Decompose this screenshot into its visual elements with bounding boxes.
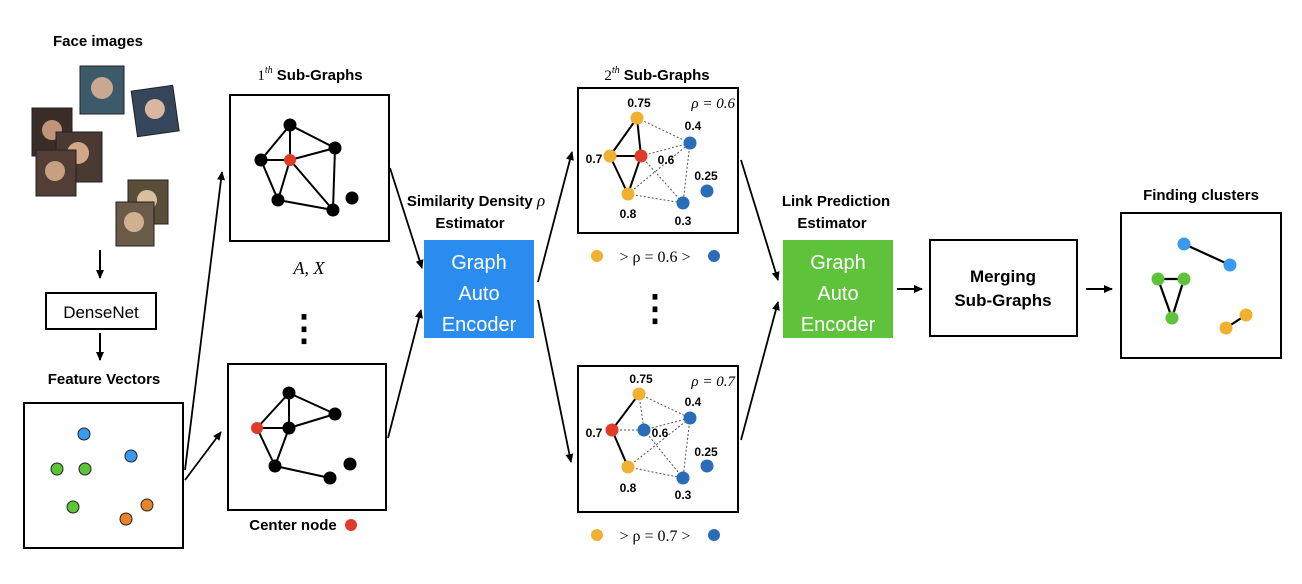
merging-box xyxy=(929,239,1078,337)
center-node-label: Center node xyxy=(249,517,337,534)
svg-text:0.3: 0.3 xyxy=(675,214,692,228)
arrow-gae-to-subgraph2-top xyxy=(537,151,574,283)
feature-point xyxy=(78,462,92,476)
subgraph2-top-nodes xyxy=(603,111,714,210)
feature-point xyxy=(66,500,80,514)
clusters-graph xyxy=(1151,237,1253,335)
subgraph2-top-legend: > ρ = 0.6 > xyxy=(619,249,690,266)
feature-point xyxy=(124,449,138,463)
svg-text:0.4: 0.4 xyxy=(685,395,702,409)
arrow-subgraph1-top-to-gae xyxy=(389,167,424,269)
subgraph1-title: 1th Sub-Graphs xyxy=(257,65,362,84)
svg-text:0.75: 0.75 xyxy=(629,372,653,386)
finding-clusters-label: Finding clusters xyxy=(1143,187,1259,204)
face-image-thumbnails xyxy=(31,65,180,247)
gae1-line2: Auto xyxy=(458,283,499,305)
svg-text:0.8: 0.8 xyxy=(620,481,637,495)
sde-label-line1: Similarity Density ρ xyxy=(407,191,545,210)
arrow-features-to-subgraph1-top xyxy=(184,171,225,471)
merging-line1: Merging xyxy=(970,267,1036,286)
svg-text:0.4: 0.4 xyxy=(685,119,702,133)
feature-vectors-label: Feature Vectors xyxy=(48,371,161,388)
sde-label-line2: Estimator xyxy=(435,215,504,232)
subgraph2-top-dotted-edges xyxy=(627,117,691,204)
subgraph1-top-graph xyxy=(254,118,359,217)
subgraph1-bottom-graph xyxy=(251,386,357,485)
gae1-line3: Encoder xyxy=(442,314,517,336)
subgraph2-top-values: 0.75 0.7 0.6 0.8 0.4 0.25 0.3 xyxy=(586,96,718,228)
subgraph1-ellipsis: ⋮ xyxy=(286,307,322,348)
subgraph2-top-box xyxy=(577,87,739,234)
feature-point xyxy=(119,512,133,526)
arrow-subgraph1-bottom-to-gae xyxy=(387,309,423,439)
legend-yellow-dot xyxy=(591,250,603,262)
densenet-label: DenseNet xyxy=(63,303,139,322)
svg-text:0.6: 0.6 xyxy=(652,426,669,440)
subgraph2-bottom-values: 0.75 0.7 0.6 0.8 0.4 0.25 0.3 xyxy=(586,372,718,502)
gae2-line2: Auto xyxy=(817,283,858,305)
svg-text:0.7: 0.7 xyxy=(586,152,603,166)
arrow-features-to-subgraph1-bottom xyxy=(184,431,222,481)
legend-yellow-dot xyxy=(591,529,603,541)
subgraph2-bottom-rho: ρ = 0.7 xyxy=(690,374,736,390)
center-node xyxy=(251,422,263,434)
subgraph1-top-box xyxy=(229,94,390,242)
gae2-line3: Encoder xyxy=(801,314,876,336)
center-node xyxy=(284,154,296,166)
lpe-label-line2: Estimator xyxy=(797,215,866,232)
subgraph2-bottom-nodes xyxy=(605,387,714,485)
arrow-gae-to-subgraph2-bottom xyxy=(537,299,574,463)
gae1-line1: Graph xyxy=(451,252,507,274)
subgraph2-bottom-legend: > ρ = 0.7 > xyxy=(619,528,690,545)
feature-point xyxy=(50,462,64,476)
arrow-subgraph2-top-to-gae2 xyxy=(740,159,780,281)
svg-text:0.25: 0.25 xyxy=(694,445,718,459)
arrow-subgraph2-bottom-to-gae2 xyxy=(740,301,780,441)
face-images-label: Face images xyxy=(53,33,143,50)
subgraph1-bottom-box xyxy=(227,363,387,511)
feature-vectors-box xyxy=(23,402,184,549)
feature-point xyxy=(140,498,154,512)
svg-text:0.7: 0.7 xyxy=(586,426,603,440)
merging-line2: Sub-Graphs xyxy=(954,291,1051,310)
feature-points xyxy=(50,427,154,526)
subgraph2-bottom-box xyxy=(577,365,739,513)
clusters-box xyxy=(1120,212,1282,359)
lpe-label-line1: Link Prediction xyxy=(782,193,890,210)
legend-blue-dot xyxy=(708,529,720,541)
svg-text:0.25: 0.25 xyxy=(694,169,718,183)
legend-blue-dot xyxy=(708,250,720,262)
feature-point xyxy=(77,427,91,441)
svg-text:0.3: 0.3 xyxy=(675,488,692,502)
face-thumbnail-5 xyxy=(35,149,77,197)
densenet-box xyxy=(45,292,157,330)
svg-text:0.75: 0.75 xyxy=(627,96,651,110)
subgraph2-ellipsis: ⋮ xyxy=(637,287,673,328)
subgraph2-bottom-solid-edges xyxy=(611,393,640,468)
graph-auto-encoder-2 xyxy=(783,240,893,338)
svg-text:0.6: 0.6 xyxy=(658,153,675,167)
subgraph2-title: 2th Sub-Graphs xyxy=(604,65,709,84)
svg-text:0.8: 0.8 xyxy=(620,207,637,221)
subgraph2-top-rho: ρ = 0.6 xyxy=(690,96,735,112)
ax-label: A, X xyxy=(293,258,326,278)
gae2-line1: Graph xyxy=(810,252,866,274)
graph-auto-encoder-1 xyxy=(424,240,534,338)
center-node-legend-dot xyxy=(345,519,357,531)
